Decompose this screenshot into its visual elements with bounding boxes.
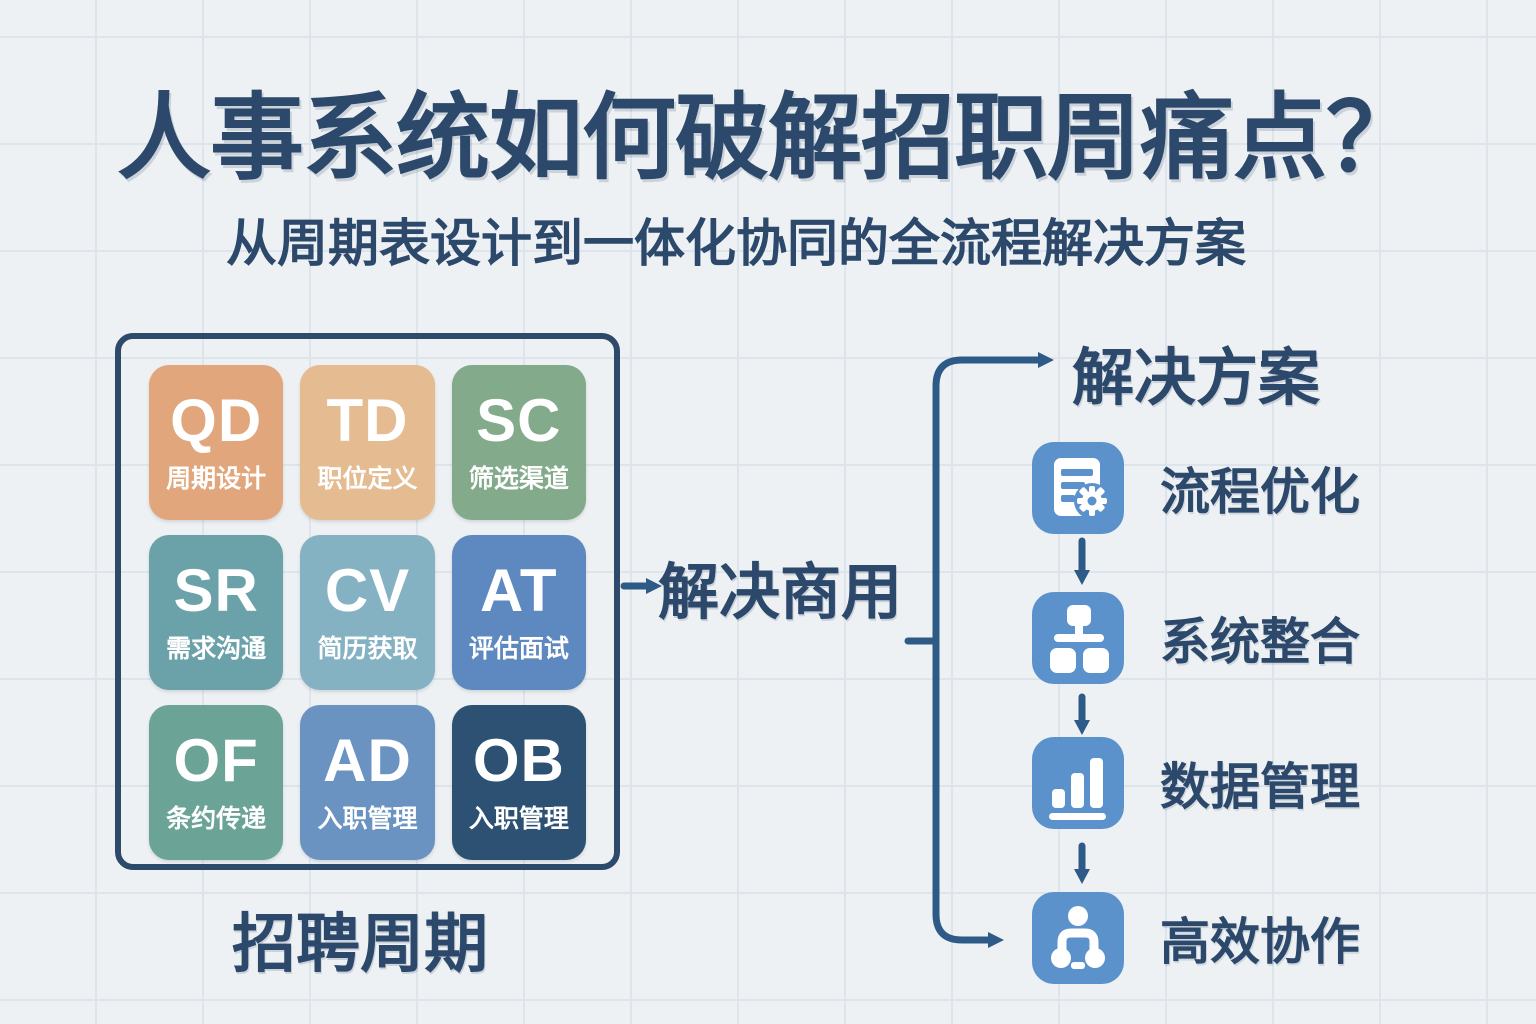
solution-item-collaboration: 高效协作: [1028, 888, 1360, 988]
tile-label: 周期设计: [166, 464, 267, 493]
middle-label: 解决商用: [658, 558, 903, 626]
tile-code: TD: [326, 386, 409, 454]
tile-code: SC: [476, 386, 562, 454]
solution-label: 高效协作: [1160, 914, 1360, 970]
tile-label: 条约传递: [166, 804, 267, 833]
tile-label: 简历获取: [317, 634, 418, 663]
arrowhead-right-heading: [1038, 352, 1054, 368]
cycle-tile-sc: SC 筛选渠道: [451, 365, 586, 520]
tile-label: 需求沟通: [166, 634, 267, 663]
arrowhead-down-1: [1074, 570, 1090, 585]
tile-label: 入职管理: [468, 804, 569, 833]
arrowhead-right-item4: [988, 932, 1004, 948]
cycle-tile-cv: CV 简历获取: [300, 535, 435, 690]
cycle-tile-sr: SR 需求沟通: [149, 535, 284, 690]
sitemap-icon: [1032, 592, 1124, 684]
tile-label: 评估面试: [468, 634, 569, 663]
solution-label: 流程优化: [1160, 464, 1360, 520]
tile-code: CV: [324, 556, 411, 624]
tile-code: QD: [170, 386, 263, 454]
tile-code: SR: [173, 556, 259, 624]
solution-item-data: 数据管理: [1028, 733, 1360, 833]
tile-code: OF: [173, 726, 259, 794]
tile-label: 职位定义: [317, 464, 418, 493]
solution-item-integration: 系统整合: [1028, 588, 1360, 688]
solution-label: 系统整合: [1160, 614, 1360, 670]
cycle-tile-at: AT 评估面试: [451, 535, 586, 690]
cycle-tile-ad: AD 入职管理: [300, 705, 435, 860]
solution-item-process: 流程优化: [1028, 438, 1360, 538]
cycle-tile-ob: OB 入职管理: [451, 705, 586, 860]
tile-label: 入职管理: [317, 804, 418, 833]
cycle-tile-qd: QD 周期设计: [149, 365, 284, 520]
solutions-heading: 解决方案: [1072, 344, 1321, 413]
page-subtitle: 从周期表设计到一体化协同的全流程解决方案: [225, 215, 1246, 272]
recruitment-cycle-box: QD 周期设计 TD 职位定义 SC 筛选渠道 SR 需求沟通 CV 简历获取 …: [115, 333, 620, 870]
page-title: 人事系统如何破解招职周痛点？: [116, 85, 1420, 190]
tile-code: OB: [472, 726, 565, 794]
cycle-tile-td: TD 职位定义: [300, 365, 435, 520]
cycle-caption: 招聘周期: [232, 908, 488, 980]
cycle-tile-of: OF 条约传递: [149, 705, 284, 860]
collaboration-icon: [1032, 892, 1124, 984]
solution-label: 数据管理: [1160, 759, 1360, 815]
tile-label: 筛选渠道: [468, 464, 569, 493]
tile-code: AD: [323, 726, 412, 794]
arrowhead-down-3: [1074, 869, 1090, 884]
tile-code: AT: [480, 556, 558, 624]
bracket-line: [932, 356, 1042, 944]
bar-chart-icon: [1032, 737, 1124, 829]
document-gear-icon: [1032, 442, 1124, 534]
